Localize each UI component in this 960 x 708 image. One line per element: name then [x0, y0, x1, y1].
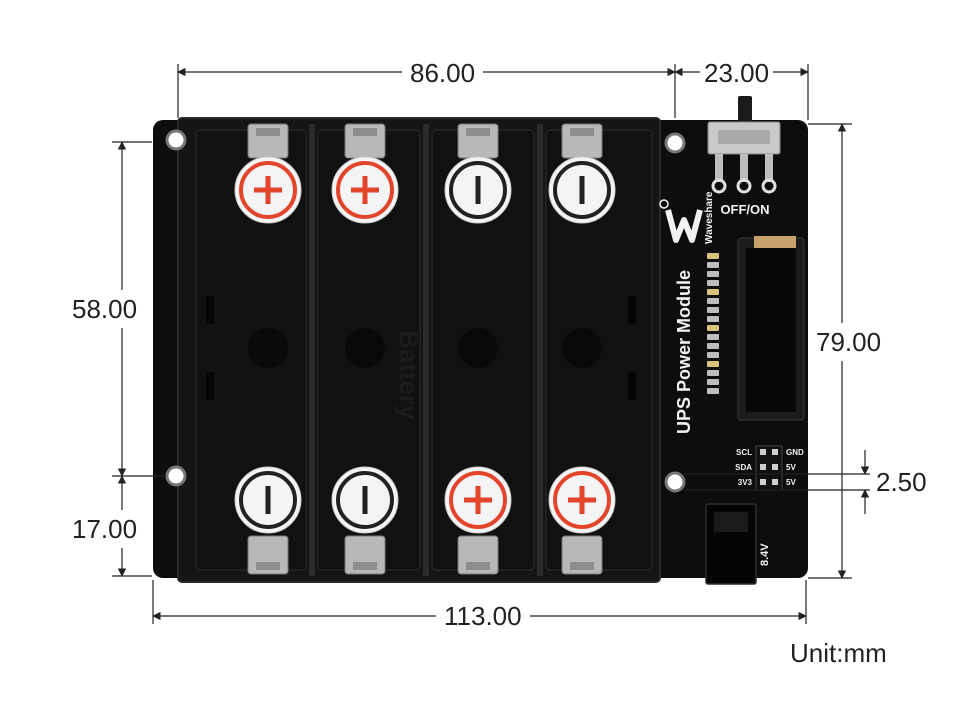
- dim-top-right-width: 23.00: [700, 58, 774, 88]
- negative-ring: [553, 161, 611, 219]
- metal-contacts: [247, 123, 603, 575]
- dim-hole-offset: 2.50: [876, 467, 927, 497]
- dc-power-jack: [705, 503, 757, 585]
- positive-ring: [553, 471, 611, 529]
- contact-tab-slot: [256, 562, 280, 570]
- test-pad: [707, 343, 719, 349]
- contact-tab-slot: [256, 128, 280, 136]
- test-pad: [707, 325, 719, 331]
- negative-ring: [239, 471, 297, 529]
- positive-ring: [239, 161, 297, 219]
- dim-top-left-width: 86.00: [402, 58, 484, 88]
- test-pad: [707, 379, 719, 385]
- power-jack-label: 8.4V: [759, 543, 771, 566]
- mounting-hole: [664, 471, 686, 493]
- test-pad: [707, 352, 719, 358]
- switch-label: OFF/ON: [720, 202, 769, 217]
- test-pad: [707, 388, 719, 394]
- pin-label-5v-2: 5V: [786, 478, 796, 487]
- test-pad: [707, 262, 719, 268]
- contact-tab-slot: [570, 562, 594, 570]
- pin-label-5v: 5V: [786, 463, 796, 472]
- mounting-hole: [165, 465, 187, 487]
- unit-label: Unit:mm: [790, 638, 887, 668]
- mounting-hole: [664, 132, 686, 154]
- dim-right-height: 79.00: [816, 323, 882, 361]
- holder-slots: [206, 296, 636, 400]
- slide-switch[interactable]: [707, 96, 781, 194]
- contact-tab-slot: [353, 128, 377, 136]
- test-pad: [707, 334, 719, 340]
- holder-molding: Battery: [394, 330, 424, 420]
- terminal-markers: [234, 156, 616, 534]
- test-pad: [707, 361, 719, 367]
- bay-holes: [248, 328, 602, 368]
- waveshare-logo-icon: [659, 199, 703, 243]
- bay-dividers: [309, 124, 543, 576]
- contact-tab-slot: [570, 128, 594, 136]
- test-pad: [707, 253, 719, 259]
- positive-ring: [449, 471, 507, 529]
- pin-label-sda: SDA: [735, 463, 752, 472]
- test-pad: [707, 370, 719, 376]
- oled-display: [737, 236, 805, 421]
- test-pad: [707, 289, 719, 295]
- svg-text:Battery: Battery: [394, 330, 424, 420]
- contact-tab-slot: [466, 562, 490, 570]
- test-pad: [707, 280, 719, 286]
- test-pad: [707, 316, 719, 322]
- pin-label-gnd: GND: [786, 448, 804, 457]
- mounting-hole: [165, 129, 187, 151]
- negative-ring: [336, 471, 394, 529]
- mounting-holes: [165, 129, 686, 493]
- dim-left-lower-height: 17.00: [72, 510, 138, 548]
- i2c-header: [755, 445, 783, 491]
- test-pad: [707, 307, 719, 313]
- pin-label-3v3: 3V3: [738, 478, 753, 487]
- negative-ring: [449, 161, 507, 219]
- module-title: UPS Power Module: [674, 270, 694, 434]
- test-pad: [707, 298, 719, 304]
- positive-ring: [336, 161, 394, 219]
- dim-left-upper-height: 58.00: [72, 290, 138, 328]
- contact-tab-slot: [353, 562, 377, 570]
- test-pad: [707, 271, 719, 277]
- test-pads: [707, 253, 719, 394]
- brand-name: Waveshare: [704, 191, 715, 244]
- dim-bottom-width: 113.00: [436, 601, 530, 631]
- pin-label-scl: SCL: [736, 448, 752, 457]
- contact-tab-slot: [466, 128, 490, 136]
